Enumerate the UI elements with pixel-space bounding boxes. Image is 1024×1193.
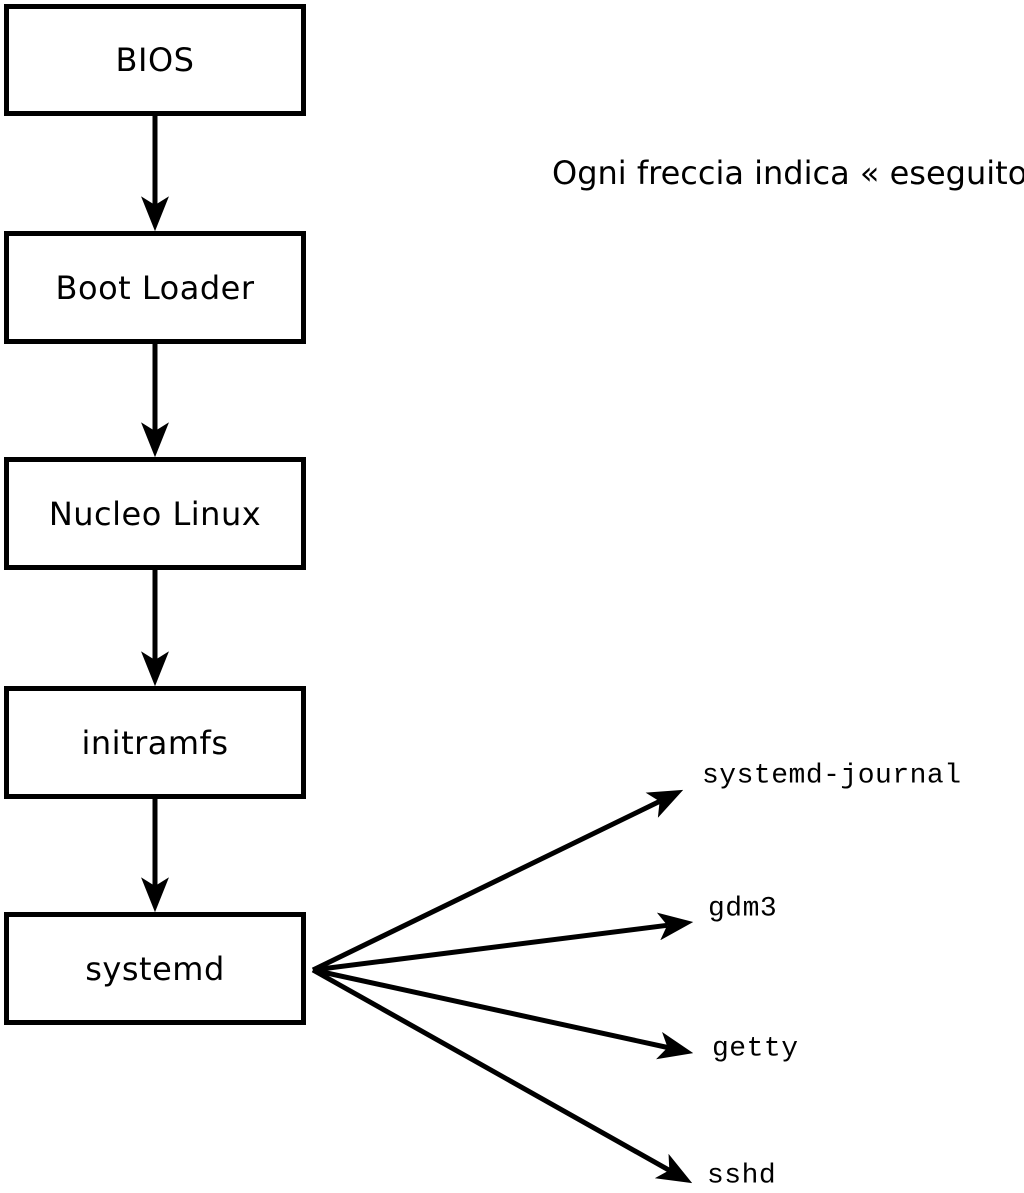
node-bios-label: BIOS [115, 41, 195, 79]
node-linux-kernel: Nucleo Linux [4, 457, 306, 570]
service-label-sshd: sshd [707, 1160, 777, 1192]
node-boot-loader-label: Boot Loader [55, 268, 255, 307]
node-initramfs: initramfs [4, 686, 306, 799]
service-label-systemd-journal: systemd-journal [702, 760, 962, 792]
node-boot-loader: Boot Loader [4, 231, 306, 344]
node-systemd: systemd [4, 912, 306, 1025]
diagram-caption: Ogni freccia indica « eseguito ». [552, 154, 1024, 192]
node-linux-kernel-label: Nucleo Linux [48, 494, 262, 533]
arrow-systemd-to-gdm3 [312, 912, 694, 973]
service-label-gdm3: gdm3 [708, 893, 778, 925]
arrow-systemd-to-journal [311, 789, 684, 973]
arrow-systemd-to-getty [312, 967, 694, 1060]
arrow-systemd-to-sshd [311, 967, 693, 1184]
node-systemd-label: systemd [85, 949, 225, 988]
service-label-getty: getty [712, 1033, 799, 1065]
node-initramfs-label: initramfs [81, 723, 229, 762]
node-bios: BIOS [4, 4, 306, 116]
